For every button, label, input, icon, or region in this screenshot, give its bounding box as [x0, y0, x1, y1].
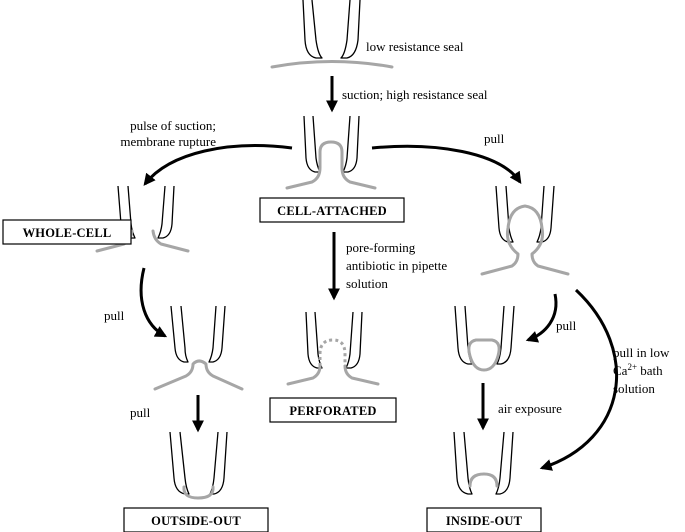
label-low-ca-line1: pull in low: [613, 345, 670, 360]
label-low-ca-line3: solution: [613, 381, 655, 396]
label-solution: solution: [346, 276, 388, 291]
label-membrane-rupture: membrane rupture: [120, 134, 216, 149]
label-antibiotic: antibiotic in pipette: [346, 258, 447, 273]
cell-membrane: [153, 359, 244, 391]
perforated-box: [269, 397, 397, 423]
pipette-left-wall: [170, 305, 189, 363]
inside-out-title: INSIDE-OUT: [446, 514, 523, 528]
label-pore-forming: pore-forming: [346, 240, 416, 255]
label-pull-right-top: pull: [484, 131, 505, 146]
pipette-right-wall: [209, 431, 228, 495]
label-pull-left-1: pull: [104, 308, 125, 323]
label-pull-left-2: pull: [130, 405, 151, 420]
patch-membrane: [468, 472, 499, 488]
outside-out-box: [123, 507, 269, 532]
arrow-right-pull: [525, 293, 558, 343]
stage-outside-out-intermediate: [153, 305, 244, 391]
cell-membrane: [480, 204, 570, 276]
label-low-ca-bath: bath: [637, 363, 663, 378]
cell-membrane-right: [343, 364, 380, 386]
pipette-left-wall: [302, 0, 323, 59]
vesicle-membrane: [467, 338, 501, 372]
cell-membrane-left: [286, 364, 322, 386]
pipette-right-wall: [345, 311, 363, 369]
pipette-right-wall: [496, 305, 515, 365]
label-pull-right-mid: pull: [556, 318, 577, 333]
stage-cell-attached: CELL-ATTACHED: [259, 115, 405, 223]
pipette-right-wall: [208, 305, 226, 363]
pipette-left-wall: [303, 115, 321, 173]
pipette-right-wall: [342, 115, 360, 173]
cell-membrane: [285, 140, 377, 190]
outside-out-title: OUTSIDE-OUT: [151, 514, 241, 528]
label-pulse-suction: pulse of suction;: [130, 118, 216, 133]
pipette-right-wall: [536, 185, 555, 243]
stage-vesicle: [454, 305, 515, 372]
stage-low-resistance-seal: low resistance seal: [270, 0, 464, 69]
label-suction-high-resistance: suction; high resistance seal: [342, 87, 488, 102]
label-low-ca-line2: Ca2+ bath: [613, 362, 663, 378]
pipette-right-wall: [157, 185, 175, 239]
stage-outside-out: OUTSIDE-OUT: [123, 431, 269, 532]
cell-attached-box: [259, 197, 405, 223]
inside-out-box: [426, 507, 542, 532]
whole-cell-title: WHOLE-CELL: [23, 226, 112, 240]
label-low-ca-sup: 2+: [627, 362, 637, 372]
pipette-right-wall: [495, 431, 514, 495]
cell-membrane-right: [151, 229, 190, 253]
stage-whole-cell: WHOLE-CELL: [2, 185, 190, 253]
patch-membrane: [182, 485, 215, 500]
perforated-patch: [318, 338, 347, 366]
cell-membrane: [270, 60, 394, 69]
cell-attached-title: CELL-ATTACHED: [277, 204, 387, 218]
arrow-to-right-pull: [371, 144, 522, 184]
label-low-ca-ca: Ca: [613, 363, 628, 378]
arrow-whole-cell-pull: [139, 267, 168, 338]
arrow-low-ca-pull: [539, 288, 619, 471]
perforated-title: PERFORATED: [289, 404, 376, 418]
stage-inside-out: INSIDE-OUT: [426, 431, 542, 532]
label-low-resistance-seal: low resistance seal: [366, 39, 464, 54]
whole-cell-box: [2, 219, 132, 245]
pipette-left-wall: [453, 431, 473, 495]
stage-perforated: PERFORATED: [269, 311, 397, 423]
label-air-exposure: air exposure: [498, 401, 562, 416]
stage-inside-out-intermediate: [480, 185, 570, 276]
pipette-right-wall: [340, 0, 361, 59]
pipette-left-wall: [495, 185, 514, 243]
arrow-to-whole-cell: [143, 144, 293, 186]
pipette-left-wall: [169, 431, 190, 495]
